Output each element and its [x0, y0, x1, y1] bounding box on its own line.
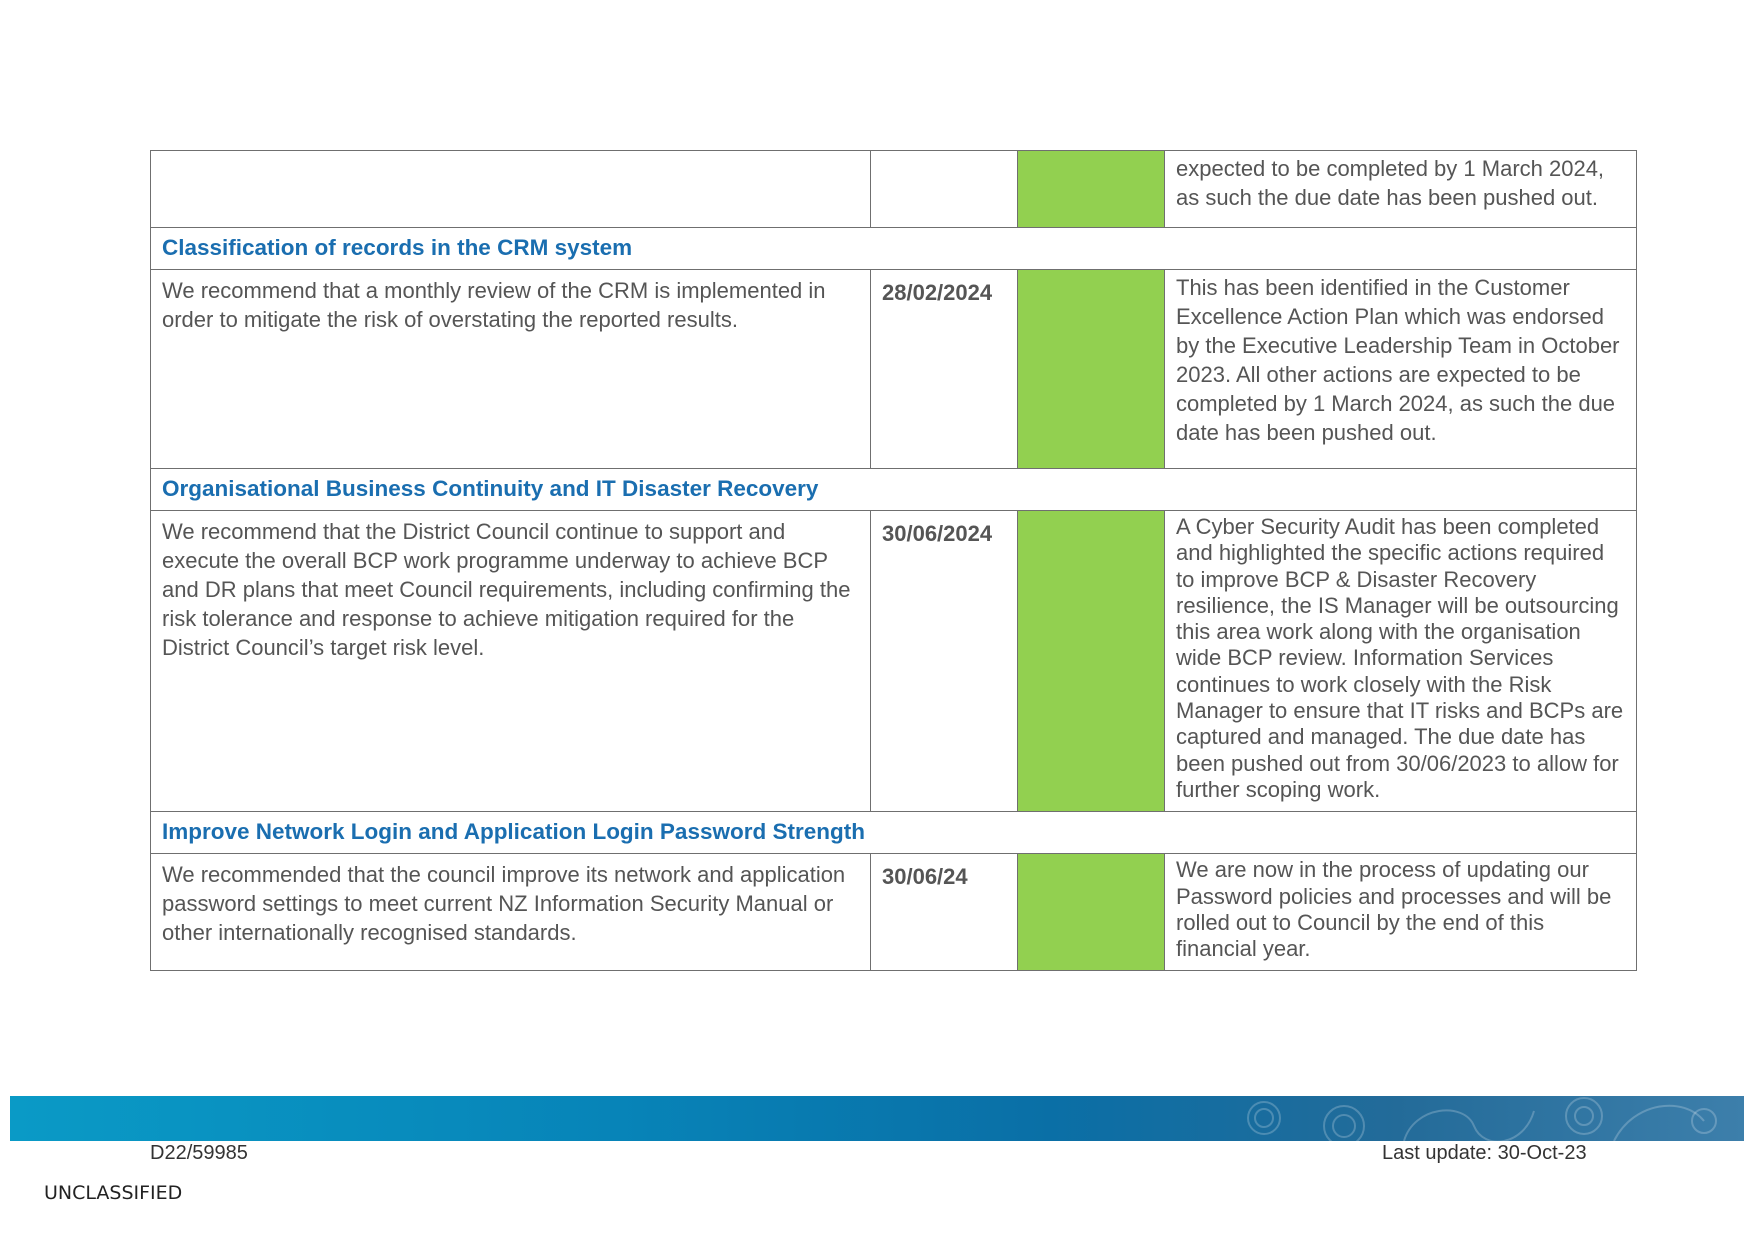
recommendation-cell: We recommend that a monthly review of th… — [150, 269, 871, 469]
section-title: Improve Network Login and Application Lo… — [150, 811, 1637, 855]
recommendation-cell — [150, 150, 871, 228]
classification-label: UNCLASSIFIED — [44, 1182, 183, 1204]
section-header-row: Organisational Business Continuity and I… — [150, 468, 1637, 511]
recommendation-cell: We recommend that the District Council c… — [150, 509, 871, 813]
footer-decorative-band — [10, 1096, 1744, 1141]
status-indicator-cell — [1017, 509, 1165, 813]
section-header-row: Improve Network Login and Application Lo… — [150, 811, 1637, 855]
section-title: Organisational Business Continuity and I… — [150, 468, 1637, 511]
section-header-row: Classification of records in the CRM sys… — [150, 227, 1637, 270]
document-reference: D22/59985 — [150, 1142, 248, 1164]
due-date-cell: 28/02/2024 — [870, 269, 1018, 469]
recommendation-cell: We recommended that the council improve … — [150, 853, 871, 972]
comment-cell: A Cyber Security Audit has been complete… — [1164, 509, 1637, 813]
last-update-text: Last update: 30-Oct-23 — [1382, 1142, 1587, 1164]
due-date-cell: 30/06/2024 — [870, 509, 1018, 813]
koru-pattern-icon — [1247, 1097, 1717, 1141]
table-row: We recommend that a monthly review of th… — [150, 269, 1637, 469]
status-indicator-cell — [1017, 269, 1165, 469]
table-row: expected to be completed by 1 March 2024… — [150, 150, 1637, 228]
due-date-cell — [870, 150, 1018, 228]
section-title: Classification of records in the CRM sys… — [150, 227, 1637, 270]
comment-cell: We are now in the process of updating ou… — [1164, 853, 1637, 972]
table-row: We recommend that the District Council c… — [150, 509, 1637, 813]
comment-cell: This has been identified in the Customer… — [1164, 269, 1637, 469]
comment-cell: expected to be completed by 1 March 2024… — [1164, 150, 1637, 228]
table-row: We recommended that the council improve … — [150, 853, 1637, 972]
audit-recommendations-table: expected to be completed by 1 March 2024… — [150, 150, 1637, 972]
status-indicator-cell — [1017, 150, 1165, 228]
due-date-cell: 30/06/24 — [870, 853, 1018, 972]
status-indicator-cell — [1017, 853, 1165, 972]
